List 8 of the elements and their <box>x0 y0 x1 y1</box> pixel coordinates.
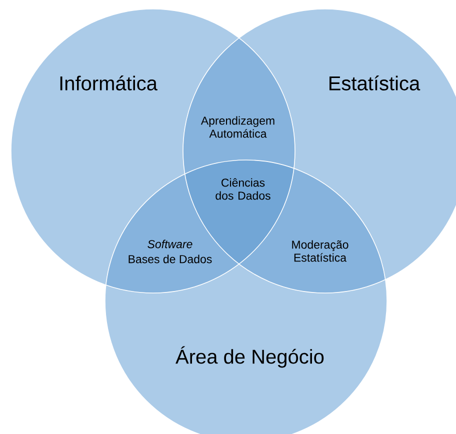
region-label: Moderação Estatística <box>292 240 348 262</box>
circle-title: Estatística <box>330 76 420 90</box>
region-label: Software <box>148 240 192 248</box>
circle-title: Informática <box>60 76 158 90</box>
circle-title: Área de Negócio <box>176 346 324 368</box>
region-label: Aprendizagem Automática <box>200 116 274 138</box>
region-label: Ciências dos Dados <box>216 178 270 200</box>
region-label: Bases de Dados <box>128 254 212 264</box>
